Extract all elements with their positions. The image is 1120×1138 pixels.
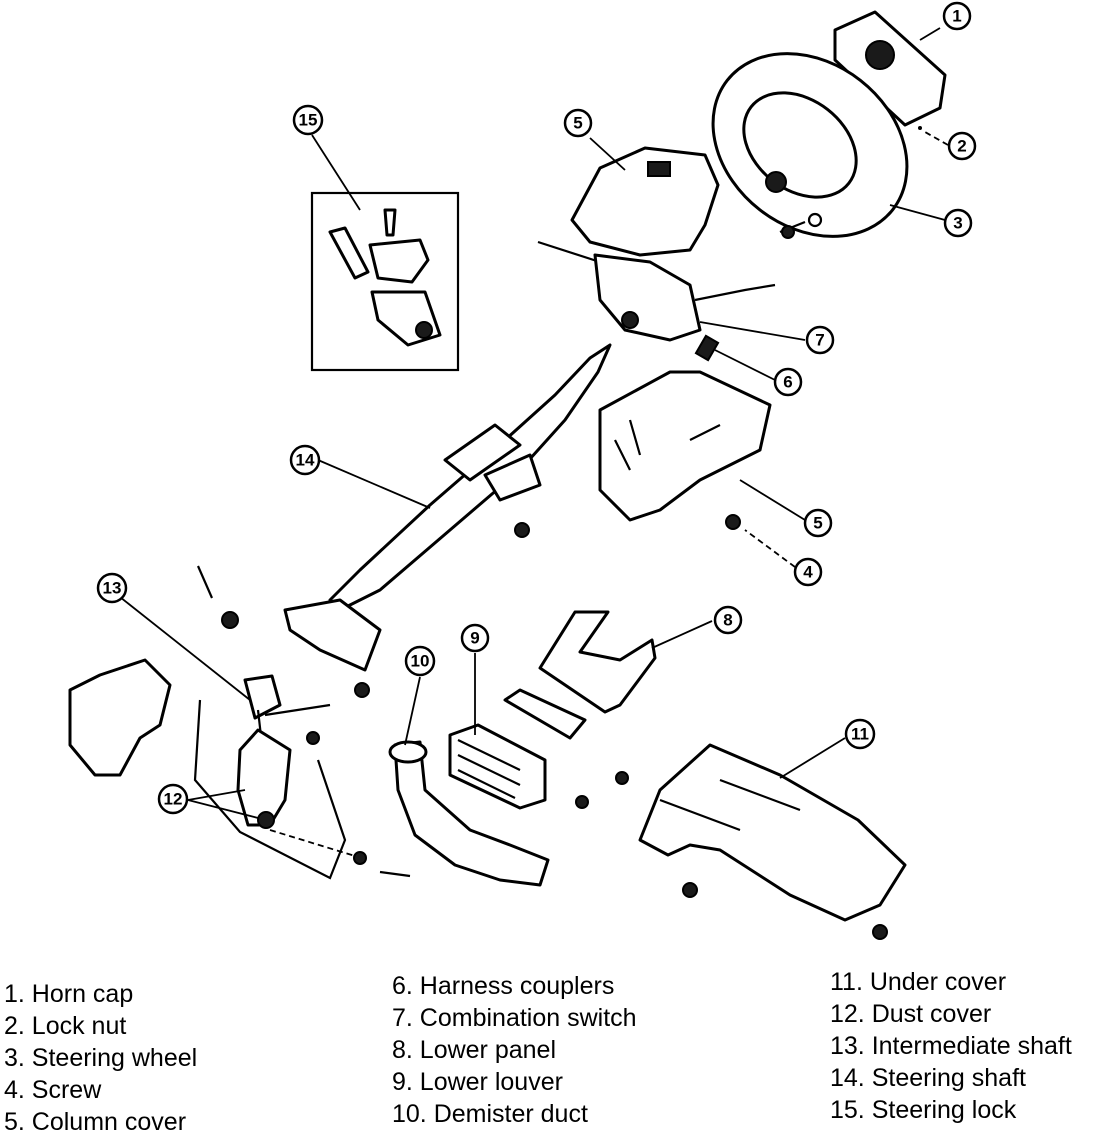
lower-louver: [448, 723, 547, 810]
callout-10: 10: [404, 645, 436, 677]
left-dash-panel: [68, 658, 172, 777]
legend-item: 5. Column cover: [4, 1108, 187, 1136]
callout-8: 8: [713, 605, 743, 635]
horn-cap: [833, 10, 947, 127]
svg-text:3: 3: [953, 214, 962, 233]
steering-wheel: [711, 52, 909, 238]
svg-text:2: 2: [957, 137, 966, 156]
callout-3: 3: [943, 208, 973, 238]
svg-text:8: 8: [723, 611, 732, 630]
callout-5-upper: 5: [563, 108, 593, 138]
legend-item: 11. Under cover: [830, 968, 1007, 996]
legend-item: 7. Combination switch: [392, 1004, 637, 1032]
svg-text:5: 5: [813, 514, 822, 533]
legend-item: 2. Lock nut: [4, 1012, 127, 1040]
legend-item: 12. Dust cover: [830, 1000, 992, 1028]
intermediate-shaft: [196, 565, 331, 746]
under-cover: [638, 743, 907, 940]
legend-item: 10. Demister duct: [392, 1100, 588, 1128]
legend-item: 3. Steering wheel: [4, 1044, 198, 1072]
legend-item: 9. Lower louver: [392, 1068, 563, 1096]
leader-lines: [119, 27, 949, 857]
callout-12: 12: [157, 783, 189, 815]
lower-panel: [538, 610, 657, 785]
callout-6: 6: [773, 367, 803, 397]
upper-column-cover: [570, 146, 720, 257]
svg-text:5: 5: [573, 114, 582, 133]
legend-column-2: 6. Harness couplers 7. Combination switc…: [392, 970, 637, 1130]
svg-text:14: 14: [296, 451, 315, 470]
callout-4: 4: [793, 557, 823, 587]
callout-13: 13: [96, 572, 128, 604]
demister-duct: [388, 740, 550, 887]
callout-2: 2: [947, 131, 977, 161]
callout-9: 9: [460, 623, 490, 653]
legend-item: 6. Harness couplers: [392, 972, 615, 1000]
callout-7: 7: [805, 325, 835, 355]
legend-item: 8. Lower panel: [392, 1036, 557, 1064]
combination-switch: [537, 240, 776, 342]
callout-15: 15: [292, 104, 324, 136]
bottom-bolts: [353, 851, 411, 878]
callout-14: 14: [289, 444, 321, 476]
svg-text:7: 7: [815, 331, 824, 350]
legend-item: 15. Steering lock: [830, 1096, 1017, 1124]
svg-text:1: 1: [952, 7, 961, 26]
callout-5-lower: 5: [803, 508, 833, 538]
svg-text:15: 15: [299, 111, 318, 130]
legend-item: 13. Intermediate shaft: [830, 1032, 1072, 1060]
svg-text:4: 4: [803, 563, 813, 582]
steering-lock-inset: [310, 191, 460, 372]
svg-text:6: 6: [783, 373, 792, 392]
legend-item: 1. Horn cap: [4, 980, 134, 1008]
legend-item: 4. Screw: [4, 1076, 102, 1104]
svg-text:11: 11: [851, 725, 869, 744]
svg-text:13: 13: [103, 579, 122, 598]
legend-item: 14. Steering shaft: [830, 1064, 1026, 1092]
svg-text:10: 10: [411, 652, 430, 671]
lower-column-cover: [598, 370, 772, 530]
svg-text:12: 12: [164, 790, 183, 809]
dust-cover: [193, 699, 347, 880]
harness-coupler: [694, 334, 720, 362]
louver-bracket: [503, 688, 589, 809]
callout-11: 11: [844, 718, 876, 750]
legend-column-1: 1. Horn cap 2. Lock nut 3. Steering whee…: [4, 978, 197, 1138]
exploded-diagram: 1 2 3 4 5 5 6 7 8 9 10 11 12 13 14 15: [68, 1, 977, 940]
steering-column: [283, 343, 612, 698]
legend-column-3: 11. Under cover 12. Dust cover 13. Inter…: [830, 966, 1072, 1126]
wheel-screws: [779, 212, 823, 239]
callout-1: 1: [942, 1, 972, 31]
svg-text:9: 9: [470, 629, 479, 648]
